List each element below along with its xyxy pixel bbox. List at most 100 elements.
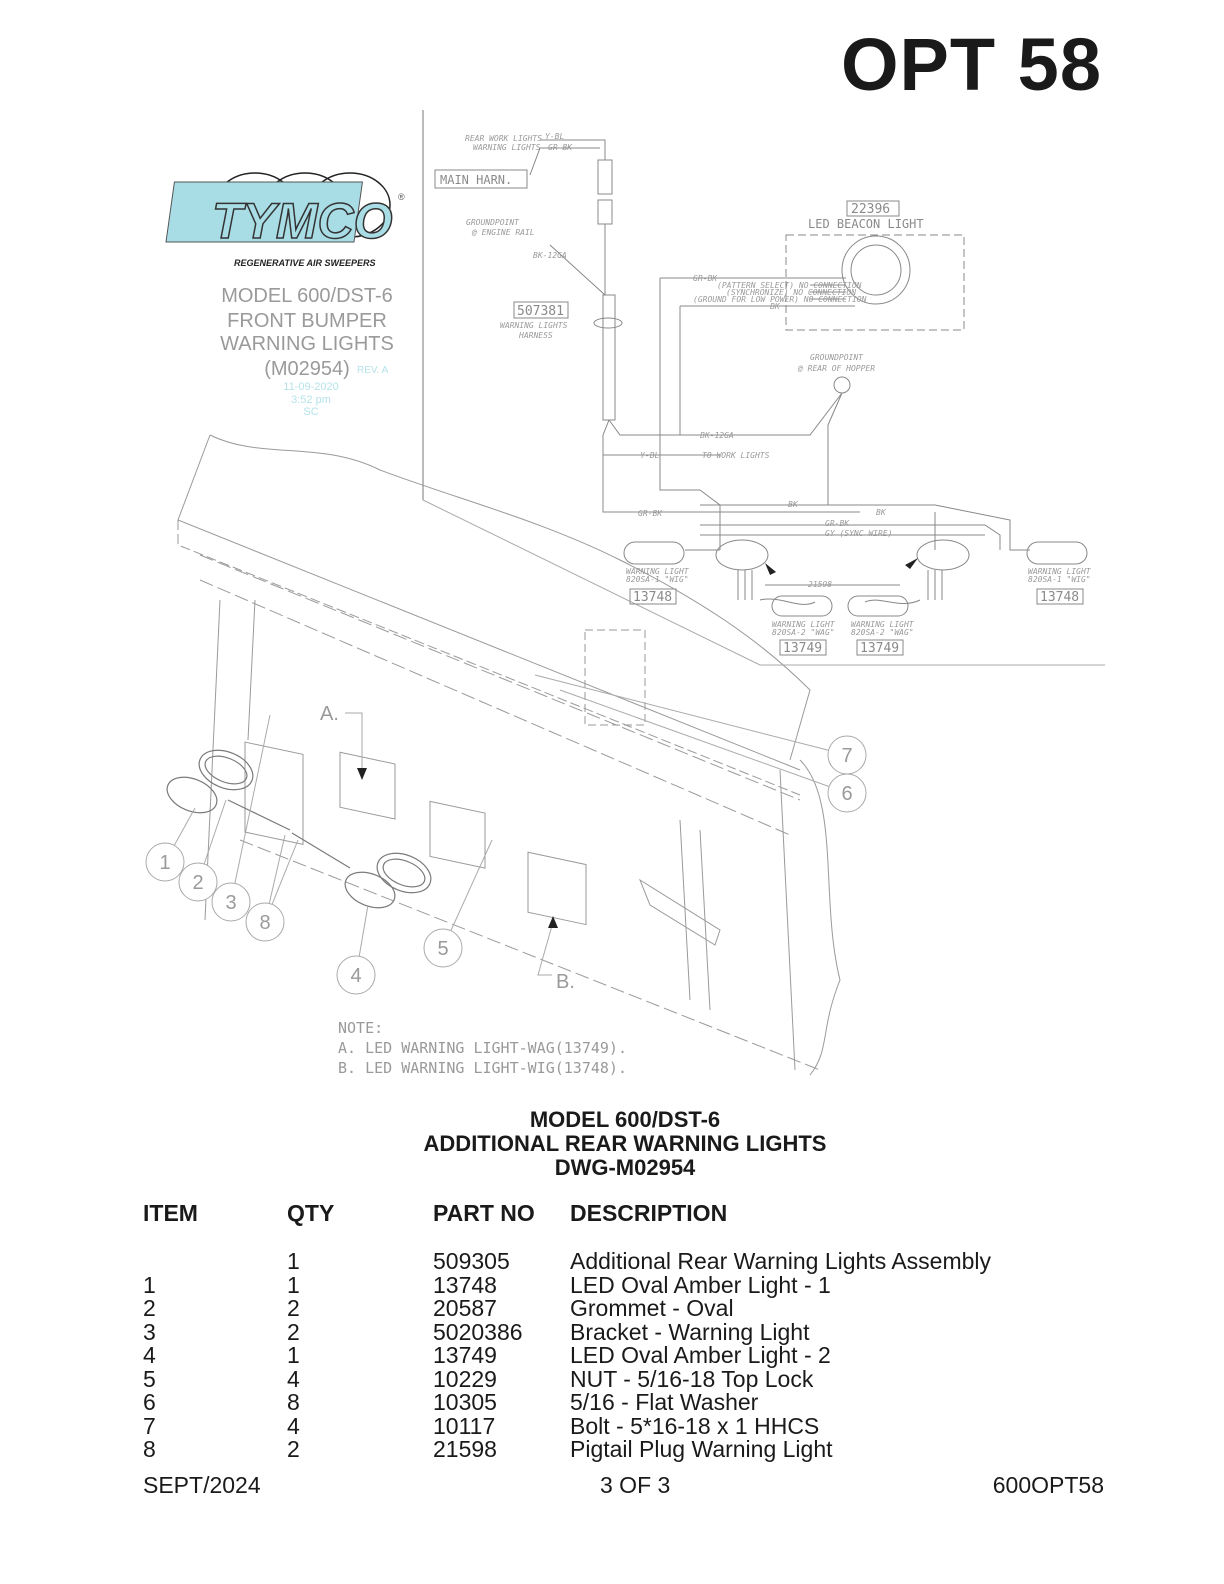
wl1-right-label-2: 820SA-1 "WIG": [1028, 575, 1091, 584]
row-desc: Grommet - Oval: [570, 1295, 734, 1322]
drawing-title-line-2: FRONT BUMPER: [227, 310, 387, 332]
letter-a: A.: [320, 703, 339, 725]
drawing-caption: MODEL 600/DST-6 ADDITIONAL REAR WARNING …: [0, 1108, 1224, 1180]
row-item: 7: [143, 1412, 156, 1439]
wl1-left-label-1: WARNING LIGHT: [626, 567, 690, 576]
stamp-initials: SC: [303, 406, 318, 418]
row-qty: 8: [287, 1389, 300, 1416]
row-qty: 2: [287, 1295, 300, 1322]
part-13748-right: 13748: [1040, 590, 1079, 605]
row-item: 4: [143, 1342, 156, 1369]
row-item: 8: [143, 1436, 156, 1463]
part-13749-left: 13749: [783, 641, 822, 656]
caption-line-2: ADDITIONAL REAR WARNING LIGHTS: [423, 1131, 827, 1156]
row-part: 10117: [433, 1412, 496, 1439]
row-desc: Bracket - Warning Light: [570, 1318, 810, 1345]
wire-bk-1: BK: [788, 500, 799, 509]
wire-bk-12ga: BK-12GA: [533, 251, 567, 260]
work-lights-label: REAR WORK LIGHTS: [465, 134, 542, 143]
footer-page: 3 OF 3: [600, 1472, 671, 1498]
groundpoint-hopper-1: GROUNDPOINT: [810, 353, 864, 362]
row-qty: 2: [287, 1436, 300, 1463]
wire-gr-bk-3: GR-BK: [825, 519, 850, 528]
row-qty: 2: [287, 1318, 300, 1345]
header-part-no: PART NO: [433, 1200, 535, 1226]
table-row: 1 509305 Additional Rear Warning Lights …: [143, 1250, 991, 1274]
beacon-label: LED BEACON LIGHT: [808, 217, 924, 231]
groundpoint-hopper-2: @ REAR OF HOPPER: [797, 364, 875, 373]
warning-lights-label: WARNING LIGHTS: [473, 143, 541, 152]
row-item: 5: [143, 1365, 156, 1392]
table-row: 8 2 21598 Pigtail Plug Warning Light: [143, 1438, 991, 1462]
callout-4: 4: [350, 965, 361, 987]
groundpoint-engine-1: GROUNDPOINT: [466, 218, 520, 227]
caption-line-3: DWG-M02954: [554, 1155, 696, 1180]
drawing-title-line-3: WARNING LIGHTS: [220, 333, 394, 355]
groundpoint-engine-2: @ ENGINE RAIL: [471, 228, 535, 237]
beacon-wire-1: GR-BK: [693, 274, 718, 283]
row-part: 10229: [433, 1365, 497, 1392]
callout-6: 6: [841, 783, 852, 805]
harness-part-no: 507381: [517, 304, 564, 319]
table-row: 4 1 13749 LED Oval Amber Light - 2: [143, 1344, 991, 1368]
logo-tagline: REGENERATIVE AIR SWEEPERS: [234, 258, 376, 268]
row-part: 13748: [433, 1271, 497, 1298]
row-item: [143, 1250, 287, 1274]
parts-table: ITEM QTY PART NO DESCRIPTION 1 509305 Ad…: [143, 1200, 991, 1462]
row-desc: 5/16 - Flat Washer: [570, 1389, 759, 1416]
row-desc: Pigtail Plug Warning Light: [570, 1436, 833, 1463]
row-desc: Bolt - 5*16-18 x 1 HHCS: [570, 1412, 820, 1439]
beacon-wire-5: BK: [770, 302, 781, 311]
technical-drawing: TYMCO REGENERATIVE AIR SWEEPERS ® MODEL …: [145, 110, 1105, 1077]
drawing-title-line-4: (M02954): [264, 358, 350, 380]
row-qty: 1: [287, 1248, 300, 1275]
note-title: NOTE:: [338, 1019, 383, 1037]
beacon-part-no: 22396: [851, 202, 890, 217]
callout-2: 2: [192, 872, 203, 894]
table-row: 2 2 20587 Grommet - Oval: [143, 1297, 991, 1321]
row-part: 509305: [433, 1248, 510, 1275]
beacon-wire-3: (SYNCHRONIZE) NO CONNECTION: [726, 288, 856, 297]
row-qty: 1: [287, 1271, 300, 1298]
wire-gr-bk: GR-BK: [548, 143, 573, 152]
row-part: 13749: [433, 1342, 497, 1369]
callout-5: 5: [437, 938, 448, 960]
pigtail-label: 21598: [808, 580, 832, 589]
header-item: ITEM: [143, 1200, 198, 1226]
callout-7: 7: [841, 745, 852, 767]
rev-label: REV. A: [357, 365, 389, 376]
callout-8: 8: [259, 912, 270, 934]
table-row: 3 2 5020386 Bracket - Warning Light: [143, 1318, 991, 1345]
row-desc: Additional Rear Warning Lights Assembly: [570, 1248, 992, 1275]
wire-y-bl: Y-BL: [545, 132, 564, 141]
footer-date: SEPT/2024: [143, 1472, 261, 1498]
beacon-wire-4: (GROUND FOR LOW POWER) NO CONNECTION: [693, 295, 867, 304]
wl1-right-label-1: WARNING LIGHT: [1028, 567, 1092, 576]
row-desc: LED Oval Amber Light - 1: [570, 1271, 831, 1298]
row-qty: 4: [287, 1365, 300, 1392]
gy-sync-label: GY (SYNC WIRE): [825, 529, 892, 538]
row-qty: 1: [287, 1342, 300, 1369]
wl2-left-label-1: WARNING LIGHT: [772, 620, 836, 629]
beacon-wire-2: (PATTERN SELECT) NO CONNECTION: [717, 281, 862, 290]
main-harness-label: MAIN HARN.: [440, 173, 512, 187]
logo-brand: TYMCO: [212, 193, 393, 249]
wl2-right-label-2: 820SA-2 "WAG": [851, 628, 914, 637]
footer-doc-code: 600OPT58: [992, 1472, 1104, 1498]
stamp-time: 3:52 pm: [291, 394, 331, 406]
row-part: 21598: [433, 1436, 497, 1463]
row-item: 2: [143, 1295, 156, 1322]
note-a: A. LED WARNING LIGHT-WAG(13749).: [338, 1039, 627, 1057]
row-item: 1: [143, 1271, 156, 1298]
row-part: 10305: [433, 1389, 497, 1416]
caption-line-1: MODEL 600/DST-6: [529, 1107, 721, 1132]
wl2-right-label-1: WARNING LIGHT: [851, 620, 915, 629]
row-part: 5020386: [433, 1318, 523, 1345]
wl2-left-label-2: 820SA-2 "WAG": [772, 628, 835, 637]
letter-b: B.: [556, 971, 575, 993]
row-item: 3: [143, 1318, 156, 1345]
svg-text:®: ®: [398, 192, 405, 202]
stamp-date: 11-09-2020: [283, 381, 338, 393]
header-qty: QTY: [287, 1200, 335, 1226]
harness-label-2: HARNESS: [518, 331, 553, 340]
